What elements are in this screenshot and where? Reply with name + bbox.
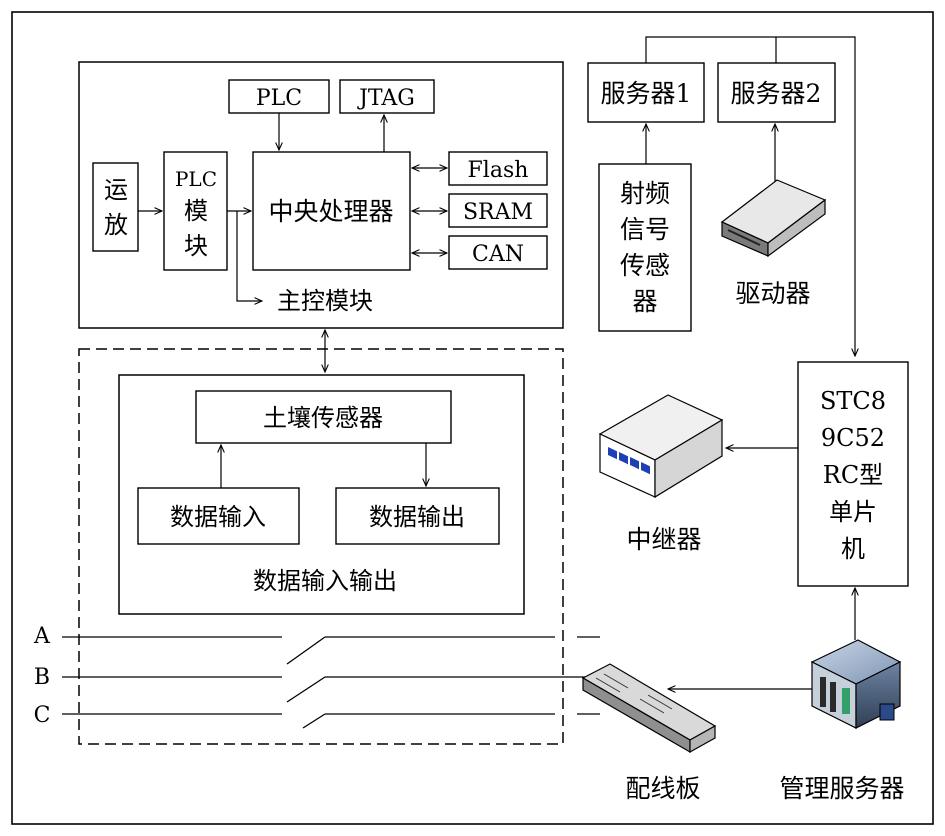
op-amp-box [92,162,139,252]
jtag-box [339,79,435,114]
line-a-label: A [33,624,51,649]
line-b-switch [286,676,326,703]
rf-sensor-label-4: 器 [632,287,657,316]
rf-sensor-label-1: 射频 [620,179,670,208]
cpu-label: 中央处理器 [268,197,393,226]
rf-sensor-label-3: 传感 [620,251,670,280]
mcu-label-4: 单片 [829,498,877,526]
line-b-label: B [34,665,50,690]
outer-frame [11,11,934,825]
rf-sensor: 射频 信号 传感 器 [598,163,692,332]
flash-label: Flash [468,158,529,183]
wiring-board-label: 配线板 [625,774,700,803]
sram-label: SRAM [463,200,533,225]
driver-device-icon [720,179,827,258]
mcu-label-3: RC型 [823,461,883,489]
field-area-dashed-frame [78,348,564,745]
data-input-label: 数据输入 [170,503,266,531]
sram-box [448,193,548,228]
plc-module-label-1: PLC [175,167,217,191]
driver-label: 驱动器 [735,279,810,308]
main-module-caption: 主控模块 [277,287,373,315]
plc-module-label-2: 模 [184,197,208,225]
can-box [448,235,548,270]
line-a-switch [286,636,326,665]
io-module-frame [118,374,525,615]
soil-sensor-label: 土壤传感器 [263,404,383,432]
management-server-icon [810,639,902,729]
mcu-label-2: 9C52 [821,424,885,452]
servers: 服务器1 服务器2 [587,36,855,356]
server-bus-to-mcu [645,36,855,356]
plc-label: PLC [256,86,302,111]
io-module: 土壤传感器 数据输入 数据输出 数据输入输出 [118,374,525,615]
repeater-label: 中继器 [626,525,701,554]
flash-box [448,151,548,186]
line-c-switch [302,713,326,729]
server2-label: 服务器2 [731,79,822,108]
main-control-module: PLC JTAG 运 放 PLC 模 块 中央处理器 Flash SRAM CA… [78,61,564,329]
data-output-box [335,487,500,545]
management-server-label: 管理服务器 [779,774,904,803]
wiring-board-icon [581,663,717,754]
line-c-label: C [34,703,51,728]
plc-module-label-3: 块 [184,232,208,260]
op-amp-label-1: 运 [104,176,128,204]
mcu: STC8 9C52 RC型 单片 机 [797,361,909,587]
jtag-label: JTAG [357,86,415,111]
arrow-to-main-caption [236,211,262,301]
server1-label: 服务器1 [601,79,692,108]
data-output-label: 数据输出 [369,503,465,531]
rf-sensor-label-2: 信号 [620,215,670,244]
main-module-connectors [138,113,447,301]
mcu-label-1: STC8 [820,387,886,415]
power-lines: A B C [33,624,600,729]
can-label: CAN [472,242,524,267]
mcu-label-5: 机 [841,535,865,563]
soil-sensor-box [195,390,452,444]
mcu-box [797,361,909,587]
op-amp-label-2: 放 [104,211,128,239]
cpu-box [252,151,411,271]
data-input-box [137,487,300,545]
repeater-icon [598,394,724,499]
rf-sensor-box [598,163,692,332]
main-module-frame [78,61,564,329]
io-module-caption: 数据输入输出 [253,567,397,595]
